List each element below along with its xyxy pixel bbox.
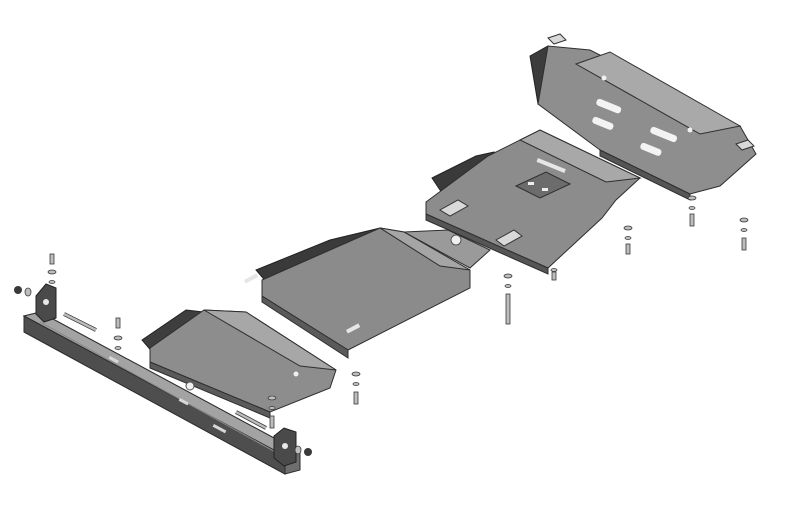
front-crossmember-rail (22, 283, 302, 475)
bolt-stack (267, 395, 277, 429)
long-bolt (235, 410, 267, 430)
bolt-stack (739, 217, 749, 251)
plate-hole-icon (185, 381, 195, 391)
bolt-stack (550, 268, 558, 281)
nut-icon (14, 286, 22, 294)
bolt-stack (113, 317, 123, 350)
bolt-stack (687, 195, 697, 227)
transmission-skid-plate (425, 129, 642, 275)
bracket-hole-icon (43, 299, 49, 305)
front-skid-plate (141, 309, 337, 419)
bolt-stack (351, 371, 361, 405)
long-bolt (63, 312, 97, 332)
bolt-stack (623, 225, 633, 255)
washer-icon (294, 445, 302, 455)
nut-icon (304, 448, 312, 456)
plate-hole-icon (450, 234, 462, 246)
engine-skid-plate (244, 227, 491, 359)
bolt-stack (503, 273, 513, 325)
transfer-case-skid-plate (529, 33, 757, 201)
mounting-hardware (14, 195, 749, 456)
access-panel (514, 171, 572, 199)
bolt-stack (47, 253, 57, 284)
bracket-hole-icon (282, 443, 288, 449)
washer-icon (24, 287, 32, 297)
